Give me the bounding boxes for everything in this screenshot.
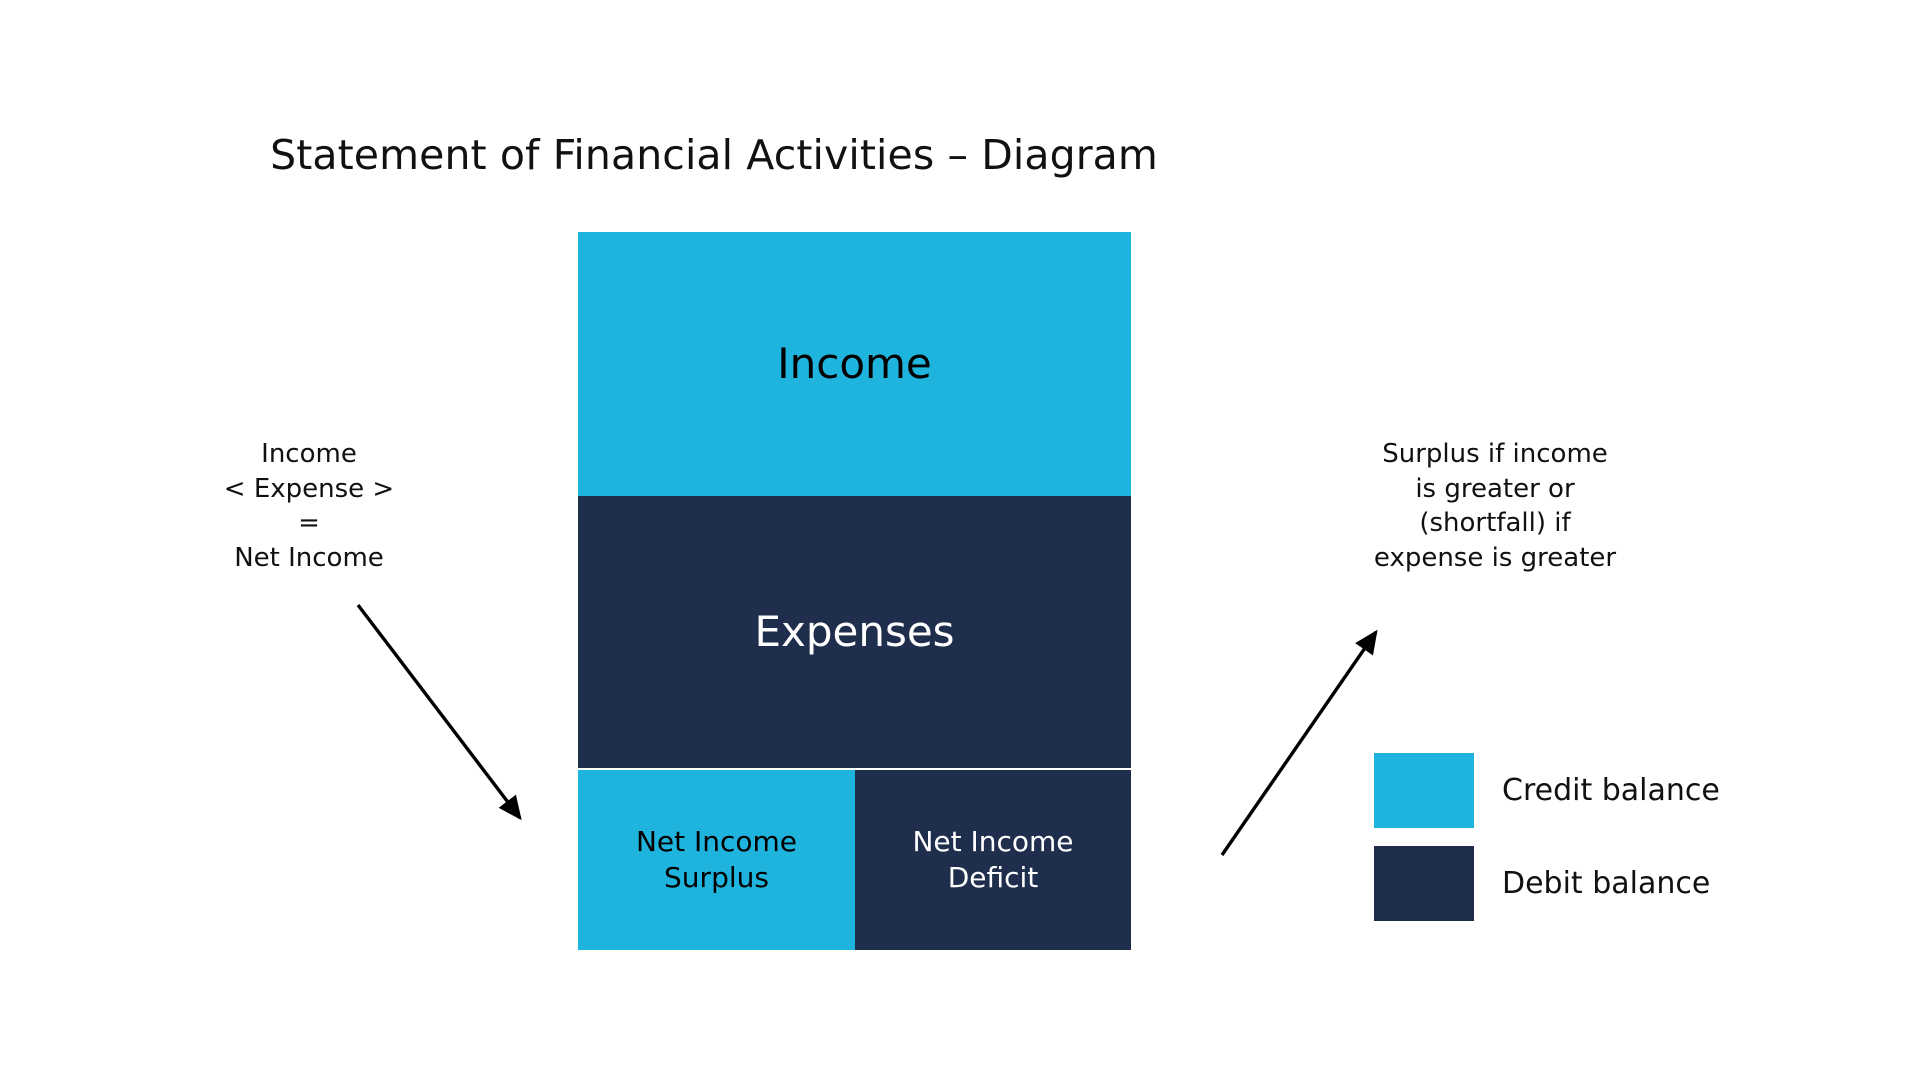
annotation-right: Surplus if income is greater or (shortfa… (1330, 437, 1660, 575)
block-net-income-surplus[interactable]: Net Income Surplus (578, 770, 855, 950)
net-income-row: Net Income Surplus Net Income Deficit (578, 770, 1131, 950)
annotation-right-line1: Surplus if income (1382, 439, 1608, 469)
legend-label-debit: Debit balance (1502, 866, 1711, 901)
net-income-deficit-line2: Deficit (947, 861, 1039, 894)
legend-item-credit: Credit balance (1374, 753, 1794, 828)
legend-item-debit: Debit balance (1374, 846, 1794, 921)
block-income[interactable]: Income (578, 232, 1131, 496)
annotation-left-line3: = (298, 508, 320, 539)
annotation-right-line4: expense is greater (1373, 542, 1617, 573)
net-income-surplus-label: Net Income Surplus (636, 824, 797, 897)
arrow-right-up-icon (1220, 629, 1378, 856)
legend-label-credit: Credit balance (1502, 773, 1720, 808)
block-expenses[interactable]: Expenses (578, 496, 1131, 768)
legend-swatch-debit-icon (1374, 846, 1474, 921)
annotation-left-line1: Income (261, 439, 357, 469)
block-expenses-label: Expenses (754, 606, 955, 656)
annotation-left-line2: < Expense > (223, 473, 395, 504)
block-net-income-deficit[interactable]: Net Income Deficit (855, 770, 1131, 950)
annotation-right-line2: is greater or (1415, 473, 1575, 504)
block-income-label: Income (777, 338, 932, 388)
financial-activities-stack: Income Expenses Net Income Surplus Net I… (578, 232, 1131, 950)
legend-swatch-credit-icon (1374, 753, 1474, 828)
arrow-left-down-icon (356, 603, 522, 821)
net-income-deficit-label: Net Income Deficit (912, 824, 1073, 897)
annotation-left-line4: Net Income (234, 542, 384, 573)
annotation-left: Income < Expense > = Net Income (168, 437, 450, 575)
page-title: Statement of Financial Activities – Diag… (270, 131, 1158, 179)
net-income-surplus-line2: Surplus (664, 861, 769, 894)
net-income-surplus-line1: Net Income (635, 824, 798, 858)
net-income-deficit-line1: Net Income (912, 824, 1074, 858)
legend: Credit balance Debit balance (1374, 753, 1794, 939)
annotation-right-line3: (shortfall) if (1419, 508, 1571, 539)
